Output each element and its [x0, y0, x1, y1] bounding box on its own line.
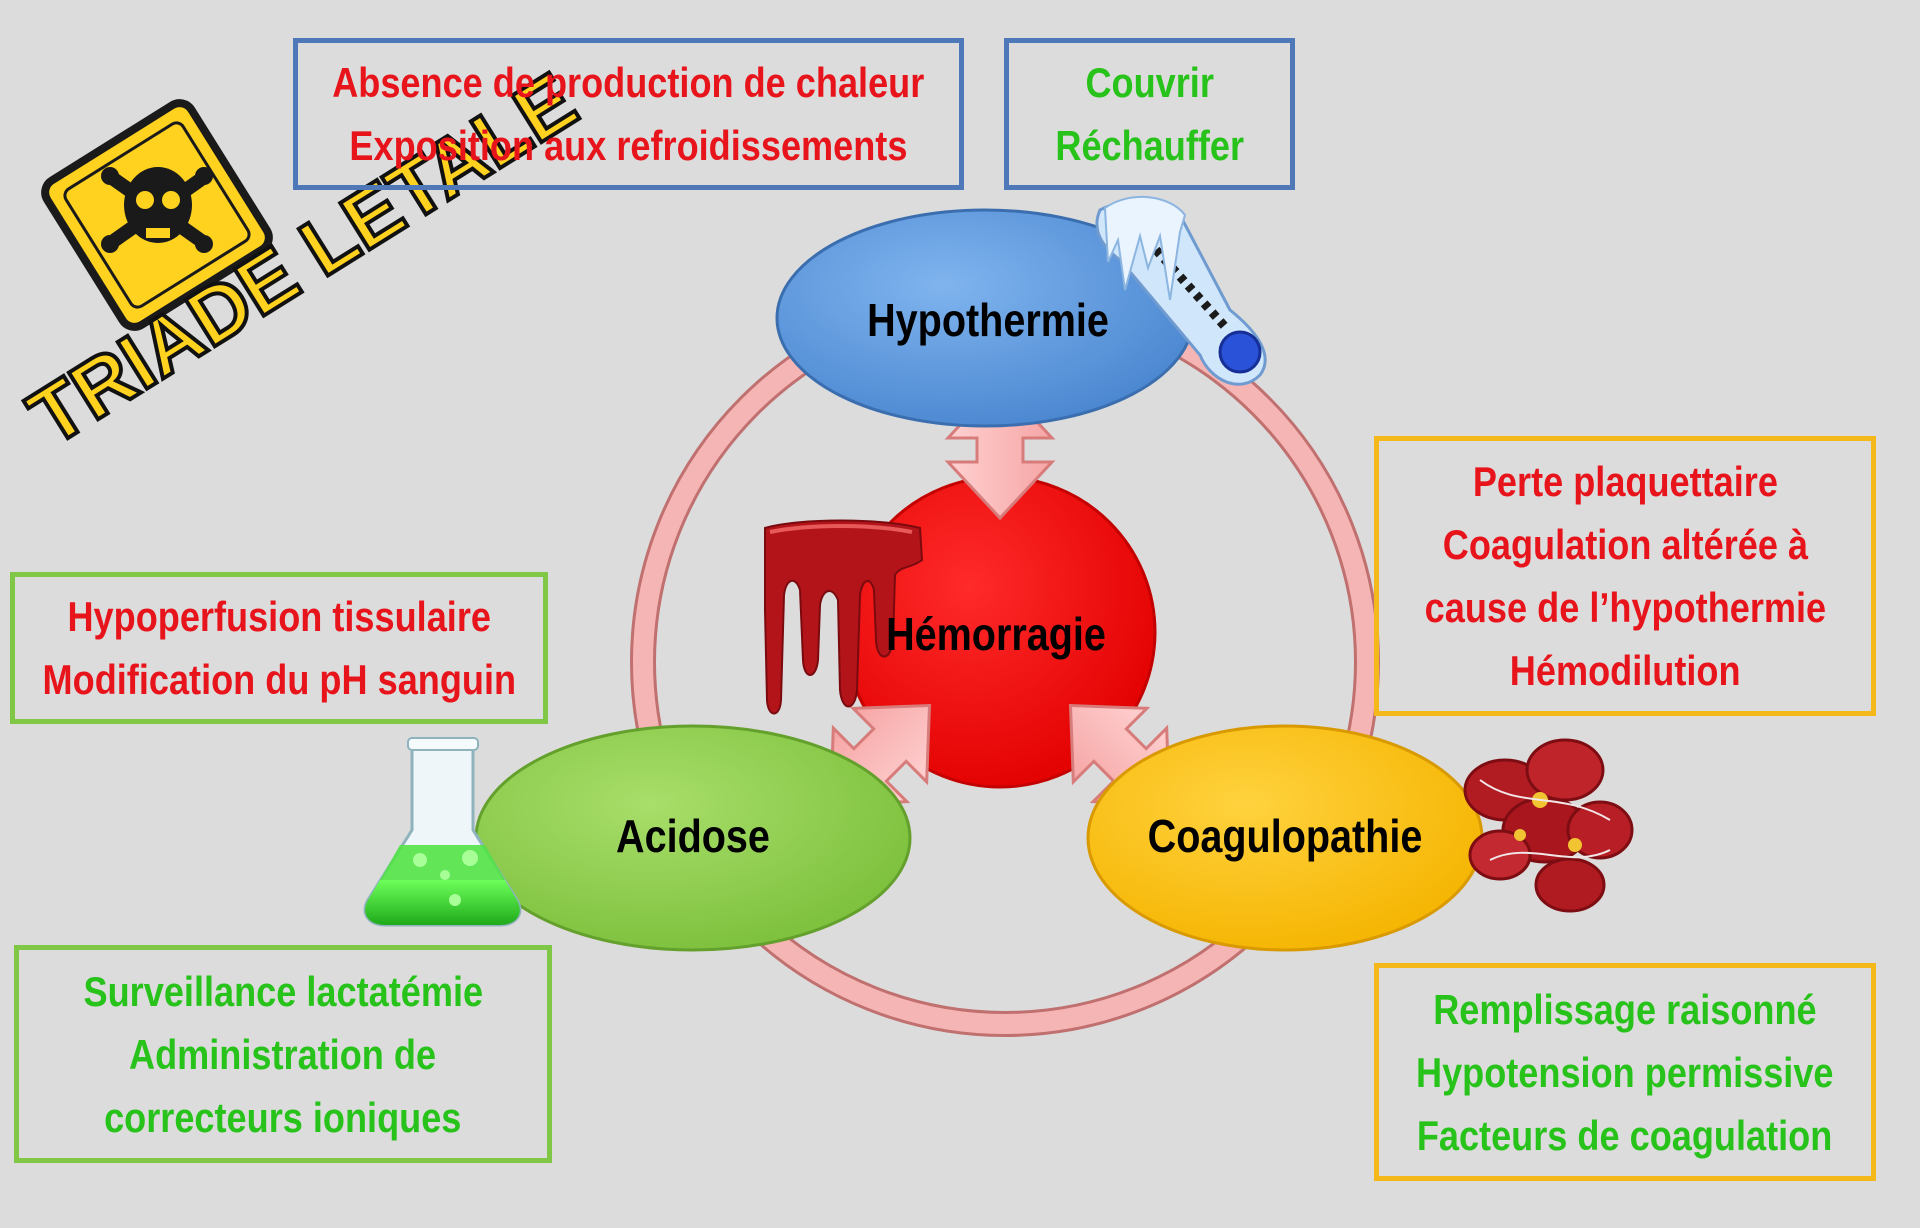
box-acidose-causes: Hypoperfusion tissulaire Modification du…: [10, 572, 548, 724]
box-line: Facteurs de coagulation: [1417, 1111, 1833, 1159]
box-line: Exposition aux refroidissements: [349, 122, 908, 169]
skull-crossbones-warning-icon: [41, 99, 273, 331]
box-line: Hémodilution: [1509, 647, 1741, 694]
flask-icon: [363, 737, 522, 927]
box-line: Perte plaquettaire: [1472, 458, 1778, 505]
node-label-hypothermie: Hypothermie: [867, 295, 1109, 346]
node-label-hemorragie: Hémorragie: [886, 609, 1106, 660]
box-line: Administration de: [129, 1030, 437, 1078]
box-line: Hypotension permissive: [1416, 1048, 1834, 1096]
blood-drip-icon: [764, 519, 924, 715]
box-line: Couvrir: [1085, 59, 1214, 106]
box-line: Hypoperfusion tissulaire: [67, 593, 491, 640]
blood-cells-icon: [1463, 738, 1634, 913]
node-label-coagulopathie: Coagulopathie: [1148, 811, 1423, 862]
box-line: Modification du pH sanguin: [42, 656, 516, 703]
box-coagulopathie-causes: Perte plaquettaire Coagulation altérée à…: [1374, 436, 1876, 716]
box-acidose-actions: Surveillance lactatémie Administration d…: [14, 945, 552, 1163]
box-line: correcteurs ioniques: [104, 1093, 462, 1141]
box-line: Remplissage raisonné: [1433, 985, 1817, 1033]
box-line: Surveillance lactatémie: [83, 967, 483, 1015]
box-line: Absence de production de chaleur: [332, 59, 925, 106]
box-hypothermie-actions: Couvrir Réchauffer: [1004, 38, 1295, 190]
box-hypothermie-causes: Absence de production de chaleur Exposit…: [293, 38, 964, 190]
box-line: cause de l’hypothermie: [1424, 584, 1826, 631]
thermometer-icon: [1095, 195, 1267, 386]
box-line: Coagulation altérée à: [1442, 521, 1808, 568]
box-line: Réchauffer: [1055, 122, 1244, 169]
node-label-acidose: Acidose: [616, 811, 770, 862]
box-coagulopathie-actions: Remplissage raisonné Hypotension permiss…: [1374, 963, 1876, 1181]
